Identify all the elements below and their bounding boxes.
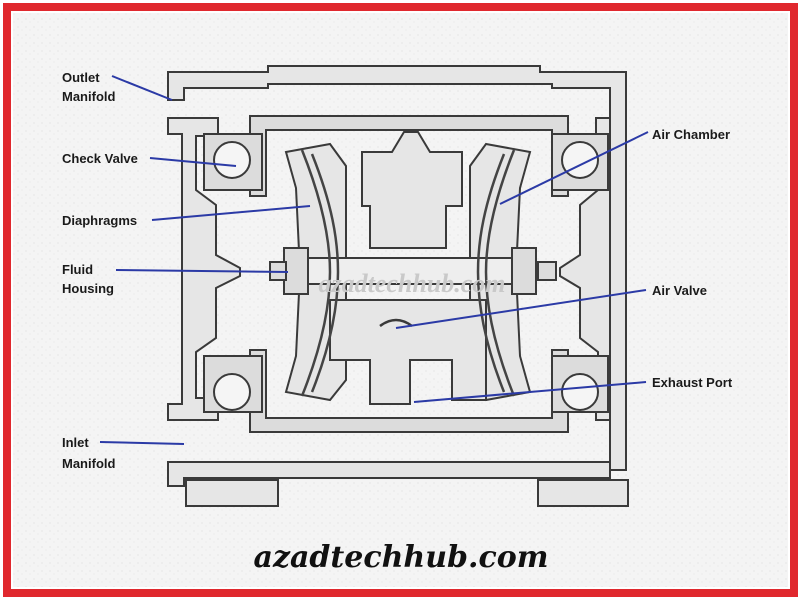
fluid-housing-leader — [115, 269, 289, 273]
check-valve-ball-top-left — [213, 141, 251, 179]
check-valve-leader — [149, 157, 237, 167]
air-valve-leader — [395, 289, 647, 329]
right-shaft-nut — [537, 261, 557, 281]
fluid-housing-label-2: Housing — [62, 281, 114, 296]
lower-inner-casing — [249, 349, 569, 433]
inlet-manifold — [167, 461, 611, 487]
check-valve-label: Check Valve — [62, 151, 138, 166]
left-diaphragm-inner — [310, 153, 340, 393]
inlet-manifold-leader — [99, 441, 185, 445]
outlet-manifold — [167, 65, 627, 471]
exhaust-port-leader — [413, 381, 647, 403]
inlet-manifold-label-2: Manifold — [62, 456, 115, 471]
right-piston-plate — [511, 247, 537, 295]
site-footer: azadtechhub.com — [254, 540, 549, 575]
exhaust-port-label: Exhaust Port — [652, 375, 733, 390]
diaphragms-label: Diaphragms — [62, 213, 137, 228]
outlet-manifold-leader — [111, 75, 173, 101]
outlet-manifold-label-1: Outlet — [62, 70, 100, 85]
check-valve-ball-bottom-left — [213, 373, 251, 411]
fluid-housing-label-1: Fluid — [62, 262, 93, 277]
left-fluid-housing — [167, 117, 241, 421]
watermark: azadtechhub.com — [318, 269, 505, 298]
right-diaphragm — [484, 149, 516, 397]
right-foot — [537, 479, 629, 507]
air-chamber-label: Air Chamber — [652, 127, 730, 142]
check-valve-ball-bottom-right — [561, 373, 599, 411]
outlet-manifold-label-2: Manifold — [62, 89, 115, 104]
red-border — [3, 3, 798, 597]
center-body — [361, 131, 463, 249]
air-valve-label: Air Valve — [652, 283, 707, 298]
diaphragms-leader — [151, 205, 311, 221]
left-foot — [185, 479, 279, 507]
air-valve-spool — [379, 318, 413, 328]
right-diaphragm-inner — [476, 153, 506, 393]
left-diaphragm — [300, 149, 332, 397]
air-chamber-leader — [499, 131, 649, 205]
inlet-manifold-label-1: Inlet — [62, 435, 89, 450]
center-lower-body — [329, 299, 487, 405]
